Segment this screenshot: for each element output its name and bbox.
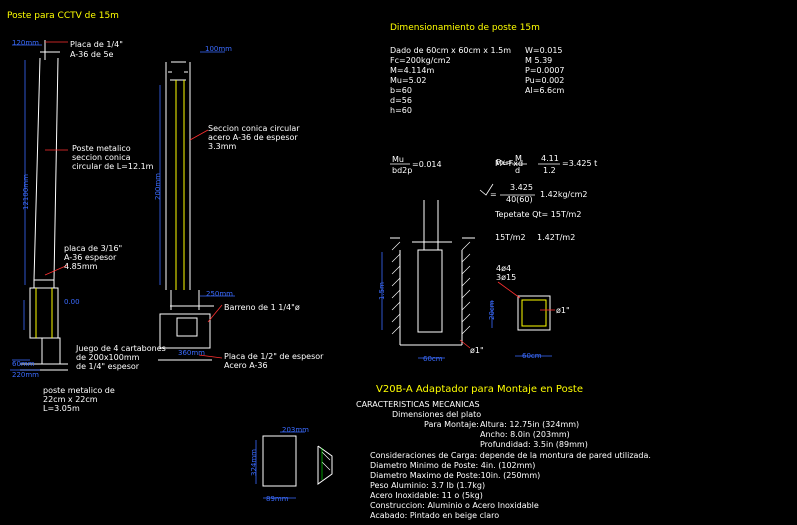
calc-fx: Fx= <box>496 158 513 167</box>
calc-l2a: Fc=200kg/cm2 <box>390 56 451 65</box>
note-placa-12: Placa de 1/2" de espesor <box>224 352 324 361</box>
note-seccion-b: acero A-36 de espesor <box>208 133 298 142</box>
calc-sig-den: 40(60) <box>506 195 533 204</box>
spec-ancho: Ancho: 8.0in (203mm) <box>480 430 570 439</box>
spec-s3: Diametro Maximo de Poste:10in. (250mm) <box>370 471 541 480</box>
note-poste-base-c: L=3.05m <box>43 404 80 413</box>
label-phi1: ø1" <box>556 306 570 315</box>
dim-220: 220mm <box>12 371 39 379</box>
note-poste-metalico-c: circular de L=12.1m <box>72 162 154 171</box>
spec-s1: Consideraciones de Carga: depende de la … <box>370 451 651 460</box>
calc-frac-bd2p: bd2p <box>392 166 413 175</box>
spec-s4: Peso Aluminio: 3.7 lb (1.7kg) <box>370 481 486 490</box>
calc-l5b: Al=6.6cm <box>525 86 565 95</box>
calc-comp-a: 15T/m2 <box>495 233 526 242</box>
title-dimensiones-plato: Dimensiones del plato <box>392 410 482 419</box>
dim-60: 60mm <box>12 360 35 368</box>
dim-200: 200mm <box>154 173 162 200</box>
note-placa-14-b: A-36 de 5e <box>70 50 114 59</box>
dim-89: 89mm <box>266 495 289 503</box>
calc-fx-den: 1.2 <box>543 166 556 175</box>
calc-l5a: b=60 <box>390 86 412 95</box>
calc-l2b: M 5.39 <box>525 56 553 65</box>
calc-frac-result: =0.014 <box>412 160 442 169</box>
dim-0: 0.00 <box>64 298 80 306</box>
dim-203: 203mm <box>282 426 309 434</box>
note-placa-316-b: A-36 espesor <box>64 253 117 262</box>
note-barreno: Barreno de 1 1/4"ø <box>224 303 300 312</box>
note-juego-b: de 200x100mm <box>76 353 140 362</box>
spec-s7: Acabado: Pintado en beige claro <box>370 511 500 520</box>
spec-profundidad: Profundidad: 3.5in (89mm) <box>480 440 588 449</box>
calc-fx-d: d <box>515 166 521 175</box>
calc-fx-m: M <box>515 154 522 163</box>
note-placa-316-c: 4.85mm <box>64 262 98 271</box>
dim-150: 1.5m <box>378 282 386 300</box>
dim-120: 120mm <box>12 39 39 47</box>
spec-altura: Altura: 12.75in (324mm) <box>480 420 580 429</box>
calc-l4a: Mu=5.02 <box>390 76 427 85</box>
calc-sig: = <box>490 190 497 199</box>
note-juego: Juego de 4 cartabones <box>76 344 166 353</box>
dim-100: 100mm <box>205 45 232 53</box>
calc-frac-mu: Mu <box>392 155 404 164</box>
note-poste-metalico-b: seccion conica <box>72 153 131 162</box>
note-seccion: Seccion conica circular <box>208 124 300 133</box>
calc-fx-res: =3.425 t <box>562 159 598 168</box>
note-placa-14: Placa de 1/4" <box>70 40 123 49</box>
note-poste-base: poste metalico de <box>43 386 115 395</box>
dim-360: 360mm <box>178 349 205 357</box>
note-juego-c: de 1/4" espesor <box>76 362 140 371</box>
calc-l1a: Dado de 60cm x 60cm x 1.5m <box>390 46 512 55</box>
calc-sig-num: 3.425 <box>510 183 533 192</box>
calc-fx-num: 4.11 <box>541 154 559 163</box>
dim-20: 20cm <box>488 300 496 320</box>
calc-mfxd: M=Fxd <box>495 159 524 168</box>
label-phi1-b: ø1" <box>470 346 484 355</box>
title-poste-cctv: Poste para CCTV de 15m <box>7 11 119 21</box>
label-rebar: 4ø4 <box>496 264 512 273</box>
spec-montaje-label: Para Montaje: <box>424 420 479 429</box>
title-adaptador: V20B-A Adaptador para Montaje en Poste <box>376 384 584 395</box>
spec-s5: Acero Inoxidable: 11 o (5kg) <box>370 491 483 500</box>
title-caracteristicas: CARACTERISTICAS MECANICAS <box>356 400 480 409</box>
note-poste-base-b: 22cm x 22cm <box>43 395 98 404</box>
calc-sig-res: 1.42kg/cm2 <box>540 190 588 199</box>
calc-comp-b: 1.42T/m2 <box>537 233 576 242</box>
dim-60a: 60cm <box>423 355 443 363</box>
note-seccion-c: 3.3mm <box>208 142 237 151</box>
calc-l3a: M=4.114m <box>390 66 435 75</box>
calc-l4b: Pu=0.002 <box>525 76 565 85</box>
label-rebar-b: 3ø15 <box>496 273 517 282</box>
dim-324: 324mm <box>250 449 258 476</box>
dim-60b: 60cm <box>522 352 542 360</box>
calc-tepetate: Tepetate Qt= 15T/m2 <box>495 210 582 219</box>
title-dimensionamiento: Dimensionamiento de poste 15m <box>390 23 540 33</box>
calc-l1b: W=0.015 <box>525 46 563 55</box>
calc-l7: h=60 <box>390 106 412 115</box>
note-placa-316: placa de 3/16" <box>64 244 123 253</box>
spec-s6: Construccion: Aluminio o Acero Inoxidabl… <box>370 501 539 510</box>
calc-l6: d=56 <box>390 96 412 105</box>
dim-250: 250mm <box>206 290 233 298</box>
note-poste-metalico: Poste metalico <box>72 144 131 153</box>
calc-l3b: P=0.0007 <box>525 66 565 75</box>
dim-12100: 12100mm <box>22 174 30 210</box>
note-placa-12-b: Acero A-36 <box>224 361 268 370</box>
spec-s2: Diametro Minimo de Poste: 4in. (102mm) <box>370 461 536 470</box>
